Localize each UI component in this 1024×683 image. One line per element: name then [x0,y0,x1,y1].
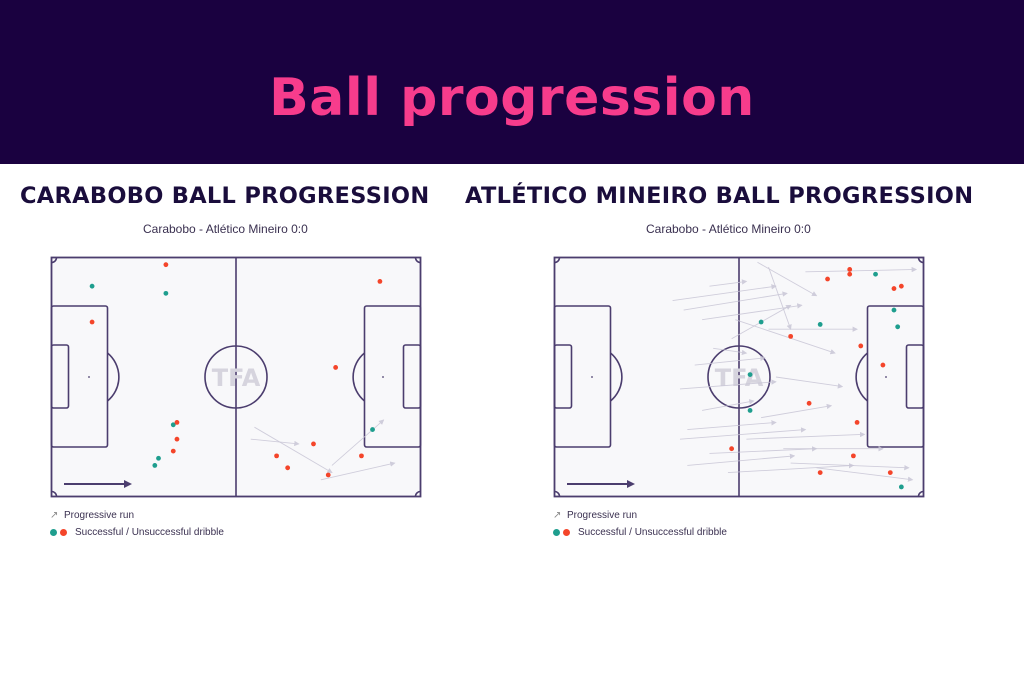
successful-dribble-dot [170,422,176,428]
progressive-run-line [768,266,792,331]
unsuccessful-dribble-dot [880,362,886,368]
unsuccessful-dribble-dot [858,343,864,349]
unsuccessful-dribble-dot [174,420,180,425]
atletico-panel-title: ATLÉTICO MINEIRO BALL PROGRESSION [465,183,974,209]
progressive-run-line [709,279,748,287]
progressive-run-line [694,355,766,366]
header-banner: Ball progression [0,0,1024,164]
unsuccessful-dribble-dot [285,465,291,471]
carabobo-legend: ↗ Progressive run Successful / Unsuccessf… [50,507,224,541]
progressive-run-line [250,438,300,447]
carabobo-panel-title: CARABOBO BALL PROGRESSION [20,183,430,209]
unsuccessful-dribble-dot [891,286,897,291]
unsuccessful-dribble-dot [729,446,735,452]
successful-dribble-dot [89,283,95,289]
unsuccessful-dribble-dot [898,283,904,289]
unsuccessful-dribble-dot [89,319,95,325]
progressive-run-line [320,461,396,481]
unsuccessful-dribble-dot [806,400,812,406]
progressive-run-line [687,420,777,431]
successful-dribble-dot [747,372,753,378]
atletico-pitch-chart: TFA [553,256,925,498]
unsuccessful-dribble-dot [850,453,856,459]
progressive-run-arrow-icon: ↗ [50,510,59,521]
unsuccessful-dot-icon [60,529,67,536]
unsuccessful-dribble-dot [887,470,893,475]
unsuccessful-dribble-dot [854,420,860,425]
unsuccessful-dribble-dot [311,441,316,447]
unsuccessful-dribble-dot [274,453,279,459]
progressive-run-line [672,284,777,301]
unsuccessful-dribble-dot [377,279,383,284]
progressive-run-line [805,266,918,273]
successful-dribble-dot [817,322,823,327]
successful-dot-icon [50,529,57,536]
legend-dribble: Successful / Unsuccessful dribble [578,527,727,538]
progressive-run-line [683,291,788,311]
successful-dribble-dot [898,484,904,490]
legend-progressive-run: Progressive run [64,510,135,521]
progressive-run-line [702,303,803,321]
tfa-watermark: TFA [212,364,261,392]
successful-dribble-dot [156,455,161,461]
unsuccessful-dribble-dot [359,453,364,459]
progressive-run-line [757,261,818,297]
unsuccessful-dribble-dot [174,436,180,442]
progressive-run-line [790,462,910,471]
successful-dribble-dot [163,290,169,296]
progressive-run-line [254,426,333,474]
unsuccessful-dribble-dot [847,271,853,277]
successful-dribble-dot [370,427,375,432]
successful-dribble-dot [758,319,764,325]
progressive-run-line [761,403,833,419]
page-title: Ball progression [269,68,755,128]
unsuccessful-dribble-dot [170,448,176,454]
progressive-run-line [735,319,836,355]
successful-dribble-dot [891,307,897,313]
progressive-run-line [709,446,818,454]
unsuccessful-dot-icon [563,529,570,536]
unsuccessful-dribble-dot [817,470,823,475]
legend-dribble: Successful / Unsuccessful dribble [75,527,224,538]
progressive-run-line [331,419,385,466]
progressive-run-line [702,399,755,411]
unsuccessful-dribble-dot [325,472,331,478]
carabobo-match-subtitle: Carabobo - Atlético Mineiro 0:0 [143,222,308,236]
successful-dot-icon [553,529,560,536]
successful-dribble-dot [747,408,753,413]
progressive-run-line [746,431,866,440]
legend-progressive-run: Progressive run [567,510,638,521]
progressive-run-line [816,467,914,482]
unsuccessful-dribble-dot [163,262,169,268]
progressive-run-line [713,347,748,356]
unsuccessful-dribble-dot [825,276,830,282]
unsuccessful-dribble-dot [847,267,853,272]
progressive-run-line [679,379,777,390]
carabobo-pitch-chart: TFA [50,256,422,498]
successful-dribble-dot [895,324,901,330]
successful-dribble-dot [873,271,878,277]
progressive-run-line [727,462,855,474]
tfa-watermark: TFA [715,364,764,392]
unsuccessful-dribble-dot [788,333,794,339]
progressive-run-line [775,376,844,389]
progressive-run-line [679,427,807,440]
progressive-run-line [687,453,796,466]
progressive-run-arrow-icon: ↗ [553,510,562,521]
successful-dribble-dot [152,463,158,468]
unsuccessful-dribble-dot [333,365,339,370]
atletico-legend: ↗ Progressive run Successful / Unsuccessf… [553,507,727,541]
atletico-match-subtitle: Carabobo - Atlético Mineiro 0:0 [646,222,811,236]
